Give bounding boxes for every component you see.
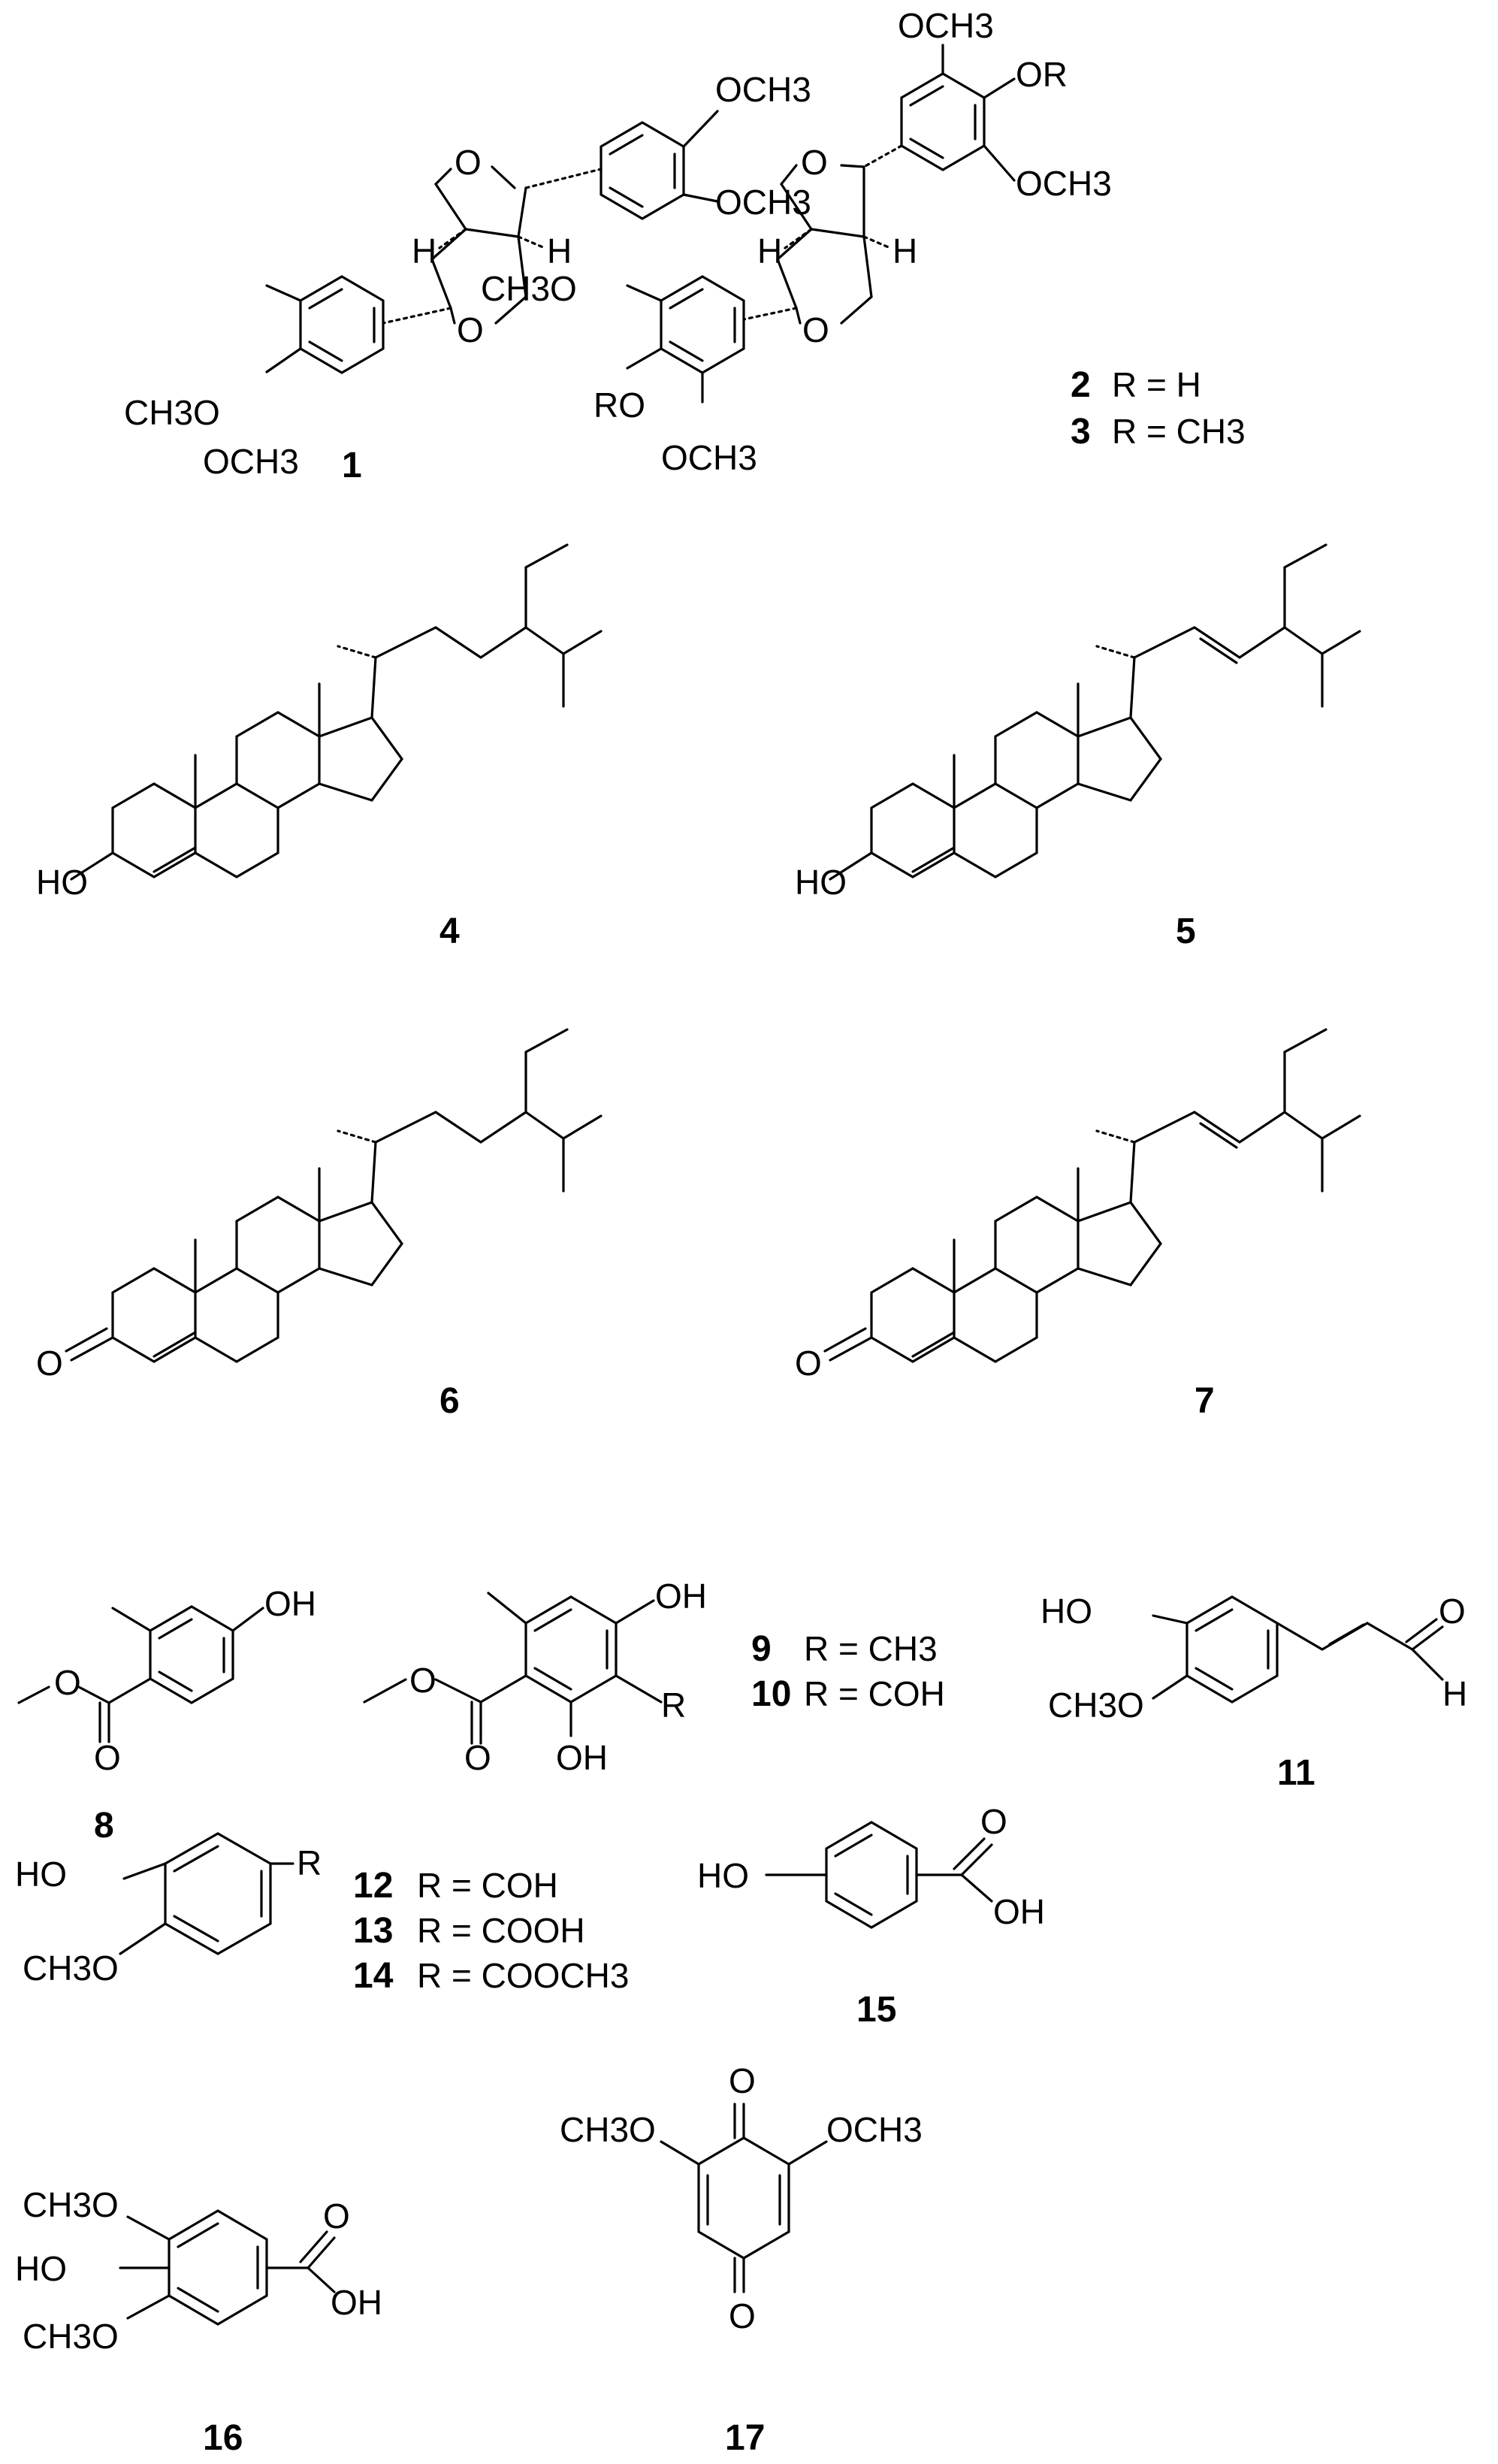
r-group-definition: R = COOH xyxy=(417,1911,585,1950)
group-label: O xyxy=(729,2061,756,2100)
group-label: R xyxy=(661,1685,686,1725)
compound-number-8: 8 xyxy=(94,1806,114,1846)
compound-number-5: 5 xyxy=(1176,912,1196,951)
group-label: OH xyxy=(556,1738,608,1777)
ketone-label: O xyxy=(795,1344,822,1383)
r-group-definition: R = COH xyxy=(417,1866,558,1905)
group-label: O xyxy=(455,143,482,182)
group-label: OCH3 xyxy=(661,438,757,477)
compound-number-9: 9 xyxy=(751,1629,772,1669)
group-label: OCH3 xyxy=(715,70,811,109)
group-label: OCH3 xyxy=(826,2110,923,2149)
group-label: OR xyxy=(1016,55,1068,94)
group-label: CH3O xyxy=(481,269,577,308)
compound-number-10: 10 xyxy=(751,1674,791,1714)
group-label: CH3O xyxy=(1048,1685,1144,1725)
compound-number-12: 12 xyxy=(353,1866,393,1906)
group-label: OH xyxy=(655,1577,707,1616)
group-label: HO xyxy=(1040,1592,1092,1631)
group-label: O xyxy=(729,2296,756,2336)
compound-9-10: OH R OH O O 9 R = CH3 10 R = COH xyxy=(363,1577,945,1777)
group-label: O xyxy=(54,1663,81,1702)
group-label: H xyxy=(892,231,917,271)
compound-4: HO 4 xyxy=(36,543,603,951)
group-label: H xyxy=(757,231,782,271)
group-label: O xyxy=(464,1738,491,1777)
compound-17: O CH3O OCH3 O 17 xyxy=(560,2061,923,2458)
r-group-definition: R = H xyxy=(1112,365,1201,404)
group-label: OH xyxy=(993,1892,1045,1931)
hydroxyl-label: HO xyxy=(795,863,847,902)
group-label: OCH3 xyxy=(898,6,994,45)
compound-1: OCH3 OCH3 CH3O OCH3 O O H H 1 xyxy=(124,70,811,485)
group-label: H xyxy=(547,231,572,271)
compound-number-1: 1 xyxy=(342,446,362,485)
group-label: OH xyxy=(264,1584,316,1623)
group-label: CH3O xyxy=(124,393,220,432)
group-label: OH xyxy=(331,2283,382,2322)
group-label: O xyxy=(802,310,829,349)
group-label: O xyxy=(980,1802,1007,1841)
r-group-definition: R = COH xyxy=(804,1674,945,1713)
compound-number-16: 16 xyxy=(203,2418,243,2458)
r-group-definition: R = COOCH3 xyxy=(417,1956,629,1995)
compound-number-15: 15 xyxy=(856,1990,896,2030)
compound-number-6: 6 xyxy=(439,1381,460,1421)
ketone-label: O xyxy=(36,1344,63,1383)
compound-5: HO 5 xyxy=(795,543,1361,951)
compound-number-14: 14 xyxy=(353,1956,394,1996)
group-label: CH3O xyxy=(23,2185,119,2224)
r-group-definition: R = CH3 xyxy=(1112,412,1246,451)
group-label: O xyxy=(1439,1592,1466,1631)
compound-12-14: HO CH3O R 12 R = COH 13 R = COOH 14 R = … xyxy=(15,1832,629,1996)
compound-2-3: OCH3 OR OCH3 CH3O RO OCH3 O O H H 2 R = … xyxy=(481,6,1246,477)
group-label: O xyxy=(457,310,484,349)
compound-number-17: 17 xyxy=(725,2418,765,2458)
group-label: H xyxy=(412,231,436,271)
compound-number-11: 11 xyxy=(1277,1753,1315,1793)
compound-number-13: 13 xyxy=(353,1911,393,1951)
compound-7: O 7 xyxy=(795,1028,1361,1421)
r-group-definition: R = CH3 xyxy=(804,1629,938,1668)
compound-16: CH3O HO CH3O O OH 16 xyxy=(15,2185,382,2458)
group-label: OCH3 xyxy=(715,183,811,222)
group-label: CH3O xyxy=(23,1949,119,1988)
compound-15: HO O OH 15 xyxy=(697,1802,1045,2030)
group-label: CH3O xyxy=(23,2317,119,2356)
group-label: O xyxy=(94,1738,121,1777)
compound-number-4: 4 xyxy=(439,912,460,951)
compound-number-7: 7 xyxy=(1194,1381,1215,1421)
compound-6: O 6 xyxy=(36,1028,603,1421)
group-label: HO xyxy=(15,2249,67,2288)
compound-number-3: 3 xyxy=(1071,412,1091,452)
group-label: HO xyxy=(697,1856,749,1895)
group-label: O xyxy=(801,143,828,182)
group-label: RO xyxy=(593,385,645,425)
group-label: CH3O xyxy=(560,2110,656,2149)
group-label: OCH3 xyxy=(1016,164,1112,203)
group-label: O xyxy=(409,1661,436,1700)
group-label: HO xyxy=(15,1855,67,1894)
group-label: R xyxy=(297,1843,322,1882)
compound-number-2: 2 xyxy=(1071,365,1091,405)
group-label: H xyxy=(1442,1674,1467,1713)
compound-8: OH O O 8 xyxy=(17,1584,316,1846)
hydroxyl-label: HO xyxy=(36,863,88,902)
group-label: OCH3 xyxy=(203,442,299,481)
group-label: O xyxy=(323,2196,350,2236)
compound-11: HO CH3O O H 11 xyxy=(1040,1592,1467,1793)
